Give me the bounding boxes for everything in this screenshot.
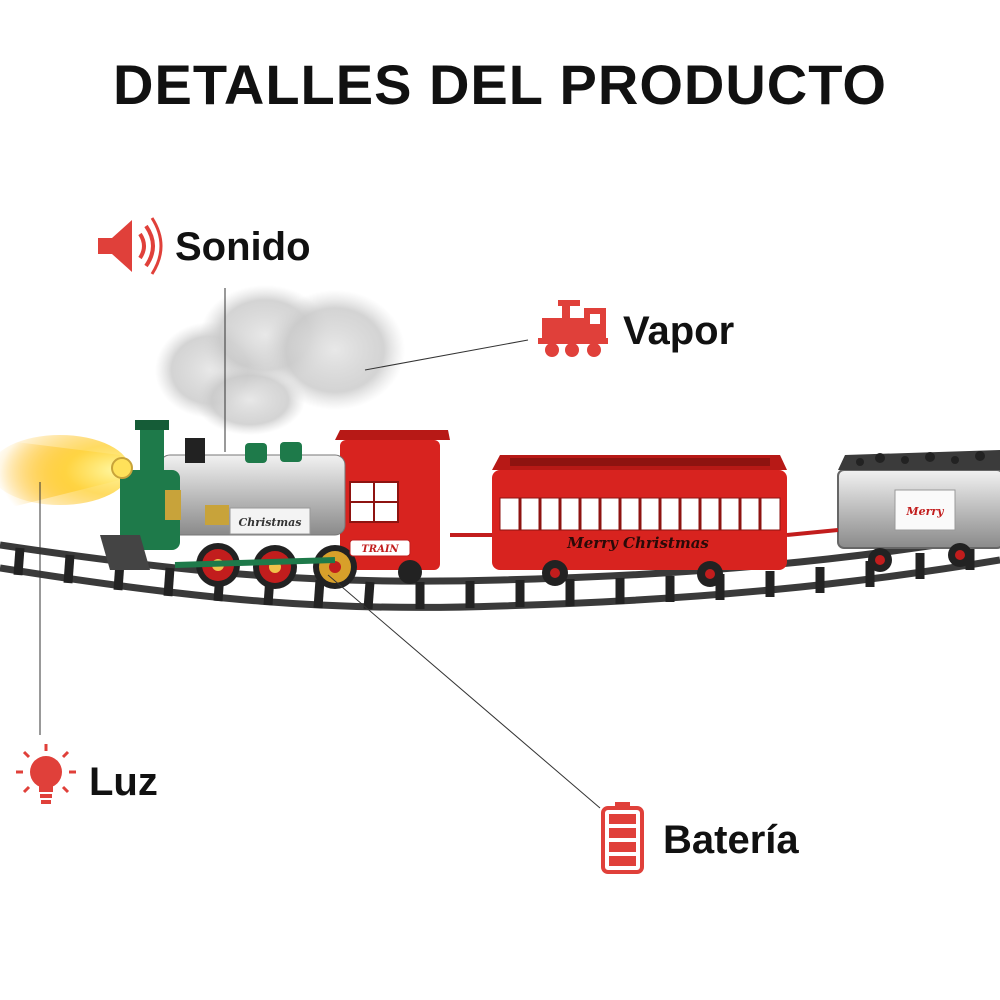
svg-text:Merry Christmas: Merry Christmas [566,534,709,552]
feature-label: Batería [663,817,799,862]
feature-steam: Vapor [538,296,734,366]
svg-text:Merry: Merry [905,505,945,518]
feature-sound: Sonido [90,210,311,285]
locomotive: Christmas TRAIN [100,420,450,589]
locomotive-icon [538,296,613,366]
speaker-sound-icon [90,210,165,285]
light-bulb-icon [14,742,79,822]
callout-lines [39,288,601,809]
feature-label: Luz [89,759,158,804]
battery-icon [600,800,645,880]
svg-text:TRAIN: TRAIN [361,544,399,555]
headlight-glow [0,435,130,510]
feature-label: Sonido [175,225,311,269]
feature-light: Luz [14,742,158,822]
passenger-car: Merry Christmas [450,455,839,587]
page-title: DETALLES DEL PRODUCTO [113,53,887,116]
feature-battery: Batería [600,800,799,880]
svg-text:Christmas: Christmas [239,516,302,529]
feature-label: Vapor [623,308,735,353]
smoke-cloud [155,285,405,435]
coal-car: Merry [837,450,1000,572]
